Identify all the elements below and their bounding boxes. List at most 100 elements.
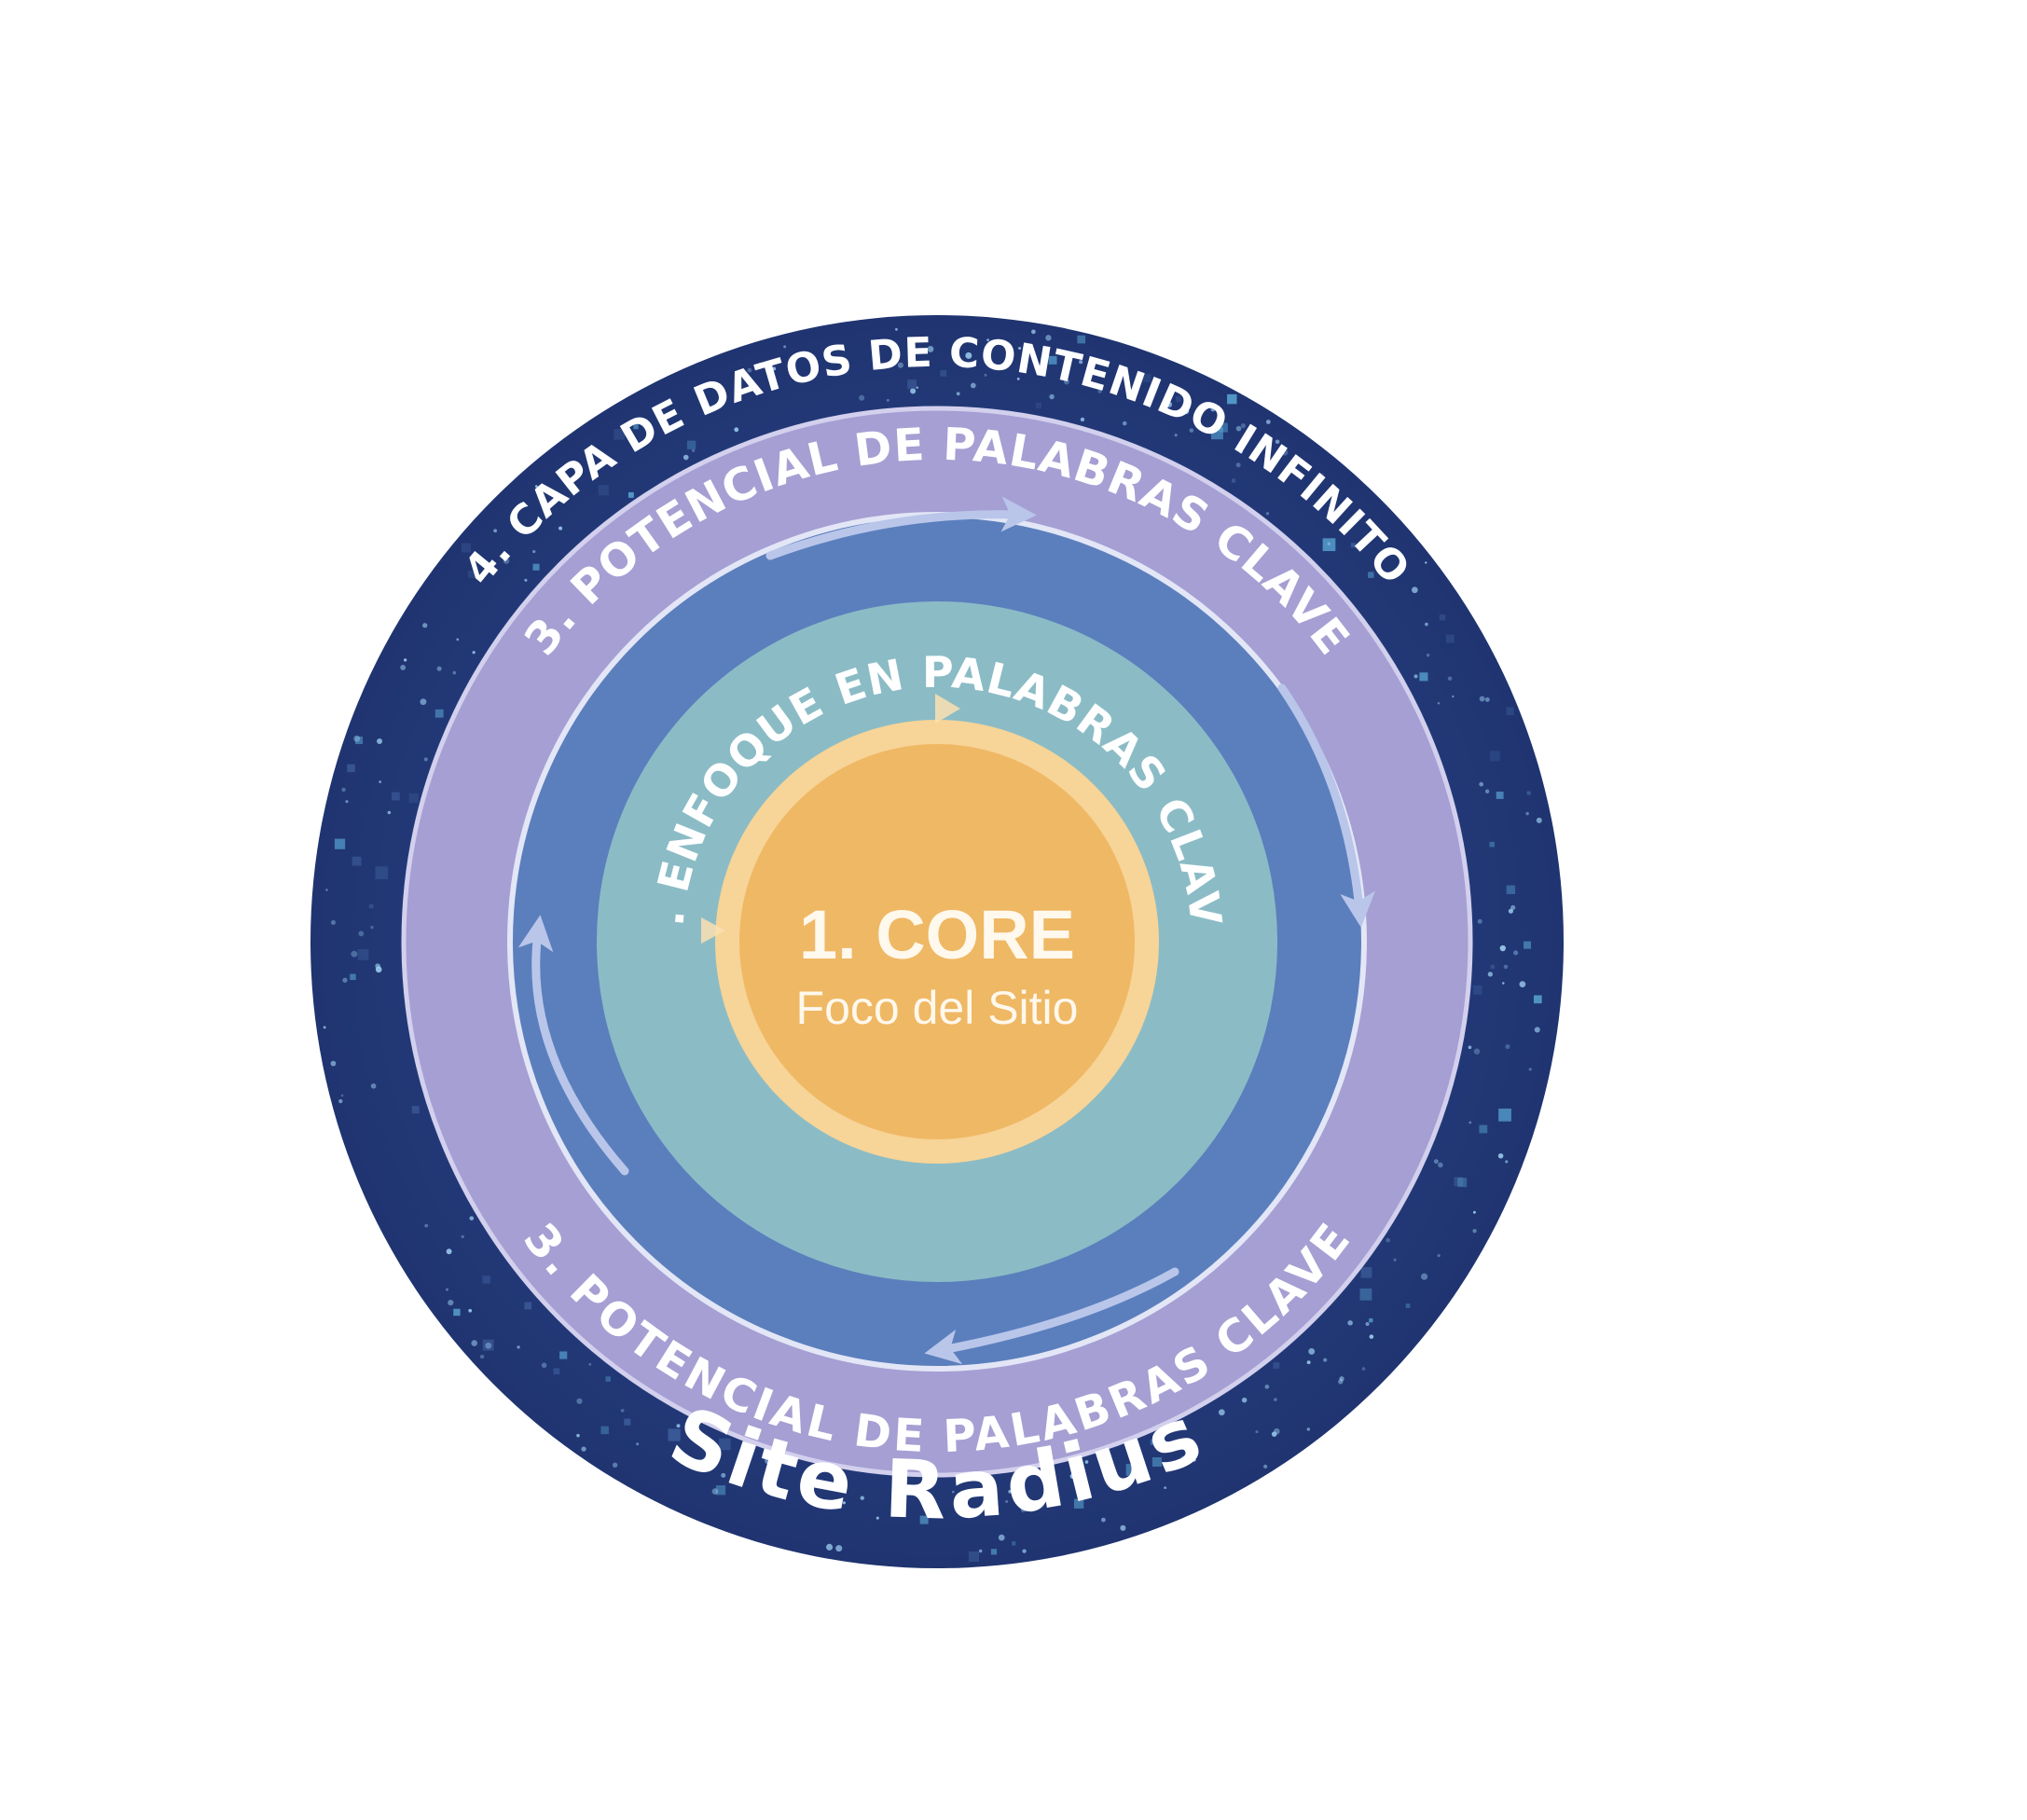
particle (472, 651, 476, 655)
particle (927, 346, 934, 352)
particle (1513, 950, 1519, 956)
particle (325, 889, 328, 891)
particle (493, 529, 497, 533)
particle (1528, 1068, 1532, 1071)
particle (1506, 885, 1516, 894)
particle (1489, 841, 1495, 848)
particle (1473, 1048, 1481, 1055)
particle (1022, 1549, 1027, 1553)
particle (1369, 1317, 1373, 1323)
particle (485, 1342, 492, 1349)
flow-arrows (517, 496, 1376, 1365)
particle (1425, 622, 1428, 627)
particle (1526, 791, 1531, 795)
particle (1347, 1320, 1353, 1326)
particle (1319, 473, 1324, 477)
particle (1018, 347, 1022, 351)
particle (986, 338, 989, 342)
particle (1063, 379, 1069, 385)
particle (1425, 561, 1427, 564)
particle (1241, 1397, 1248, 1403)
particle (1361, 1367, 1366, 1371)
particle (553, 1368, 560, 1375)
particle (446, 1248, 452, 1255)
particle (691, 448, 696, 452)
particle (375, 866, 389, 880)
particle (998, 1534, 1005, 1541)
particle (352, 856, 362, 866)
particle (1468, 1045, 1472, 1050)
particle (605, 1376, 611, 1382)
particle (1505, 1160, 1509, 1164)
particle (1012, 1541, 1016, 1546)
particle (341, 787, 346, 793)
particle (411, 1106, 420, 1114)
particle (876, 1516, 879, 1520)
particle (524, 1302, 532, 1310)
particle (330, 1060, 337, 1067)
particle (469, 1216, 475, 1220)
particle (1452, 695, 1455, 698)
particle (1536, 817, 1542, 823)
particle (576, 1433, 580, 1438)
particle (467, 571, 476, 578)
particle (825, 1543, 834, 1551)
particle (612, 1462, 618, 1468)
particle (1393, 1258, 1397, 1262)
particle (1020, 1507, 1027, 1512)
inner-arrow-icon (935, 694, 960, 724)
particle (1479, 696, 1485, 702)
particle (351, 950, 358, 958)
particle (1479, 1124, 1488, 1134)
particle (1035, 402, 1042, 409)
particle (1275, 439, 1280, 445)
particle (375, 963, 380, 969)
particle (408, 793, 419, 804)
particle (330, 919, 337, 925)
core-subtitle: Foco del Sitio (796, 982, 1079, 1034)
particle (1322, 538, 1336, 552)
particle (1210, 427, 1223, 440)
particle (503, 558, 510, 564)
particle (1189, 428, 1194, 433)
particle (916, 386, 919, 389)
particle (897, 362, 903, 368)
particle (1048, 355, 1057, 365)
particle (676, 1424, 681, 1428)
particle (448, 1299, 454, 1306)
particle (456, 638, 460, 641)
particle (1359, 1288, 1372, 1301)
curved-arrow-icon (765, 496, 1037, 560)
particle (1371, 531, 1374, 535)
particle (1534, 1027, 1540, 1033)
particle (1490, 964, 1496, 970)
particle (1469, 1121, 1472, 1124)
particle (1235, 462, 1241, 468)
particle (765, 1457, 771, 1465)
particle (482, 1339, 494, 1351)
particle (859, 394, 865, 401)
particle (965, 352, 972, 359)
particle (377, 738, 383, 744)
particle (1008, 1489, 1013, 1494)
particle (1239, 449, 1243, 454)
particle (541, 1362, 547, 1369)
particle (340, 1094, 344, 1097)
particle (842, 1501, 846, 1505)
particle (1218, 1409, 1225, 1416)
particle (1438, 1162, 1443, 1168)
particle (1405, 1303, 1411, 1308)
particle (1497, 1152, 1504, 1159)
particle (370, 1083, 377, 1089)
particle (1472, 1210, 1476, 1214)
particle (1005, 1500, 1009, 1504)
particle (1498, 1108, 1511, 1122)
particle (1031, 329, 1036, 335)
particle (1433, 1159, 1439, 1165)
particle (1489, 751, 1500, 762)
particle (1232, 478, 1236, 483)
particle (956, 392, 960, 396)
particle (357, 948, 369, 960)
particle (368, 903, 374, 909)
particle (1079, 360, 1083, 365)
